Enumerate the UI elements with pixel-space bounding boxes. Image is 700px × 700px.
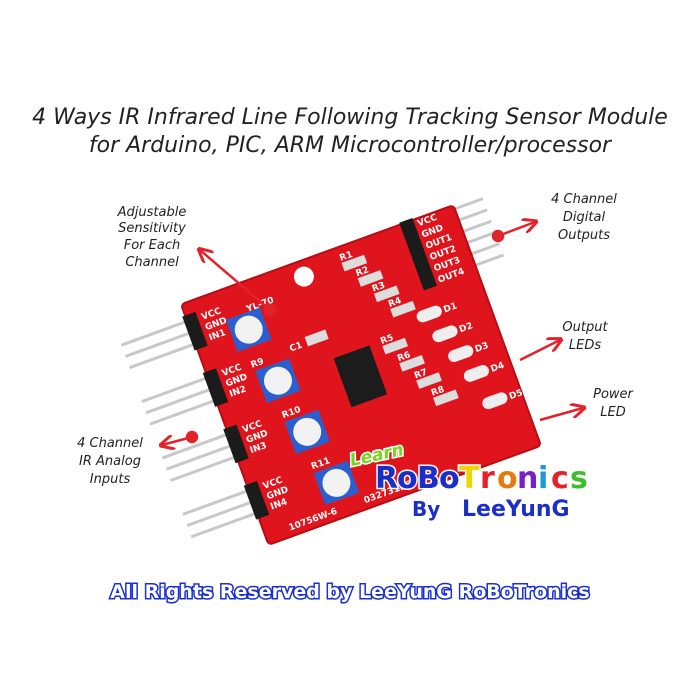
title-line-2: for Arduino, PIC, ARM Microcontroller/pr… xyxy=(89,133,613,158)
svg-text:Digital: Digital xyxy=(563,210,606,225)
svg-text:D1: D1 xyxy=(442,301,458,315)
svg-text:LeeYunG: LeeYunG xyxy=(462,497,570,522)
input-header-3: VCC GND IN3 xyxy=(241,419,269,456)
svg-text:R1: R1 xyxy=(338,250,354,264)
copyright-footer: All Rights Reserved by LeeYunG RoBoTroni… xyxy=(110,581,589,603)
svg-text:4 Channel: 4 Channel xyxy=(551,192,617,207)
svg-text:For Each: For Each xyxy=(124,238,180,253)
title-line-1: 4 Ways IR Infrared Line Following Tracki… xyxy=(32,105,668,130)
svg-text:i: i xyxy=(538,461,548,496)
svg-text:Adjustable: Adjustable xyxy=(117,205,187,220)
svg-text:R3: R3 xyxy=(371,281,387,295)
svg-text:R5: R5 xyxy=(379,333,395,347)
resistors xyxy=(341,254,459,407)
svg-text:D2: D2 xyxy=(458,321,474,335)
svg-text:D3: D3 xyxy=(474,341,490,355)
annotation-output-leds: Output LEDs xyxy=(562,320,608,353)
svg-text:4 Channel: 4 Channel xyxy=(77,436,143,451)
svg-text:c: c xyxy=(551,461,569,496)
svg-text:IR Analog: IR Analog xyxy=(79,454,141,469)
annotation-arrows xyxy=(162,222,583,445)
potentiometers: R9 R10 R11 xyxy=(225,307,360,506)
svg-text:R7: R7 xyxy=(413,367,429,381)
svg-text:Inputs: Inputs xyxy=(90,472,131,487)
svg-text:B: B xyxy=(417,461,440,496)
annotation-analog-inputs: 4 Channel IR Analog Inputs xyxy=(77,436,143,487)
output-header xyxy=(399,217,438,291)
c1-label: C1 xyxy=(288,341,304,355)
svg-text:R4: R4 xyxy=(387,296,403,310)
svg-text:R: R xyxy=(375,461,398,496)
svg-text:s: s xyxy=(570,461,588,496)
svg-text:Power: Power xyxy=(593,387,634,402)
svg-text:Output: Output xyxy=(562,320,608,335)
svg-text:Sensitivity: Sensitivity xyxy=(118,221,186,236)
svg-text:R8: R8 xyxy=(430,385,446,399)
capacitor xyxy=(304,329,329,347)
svg-text:T: T xyxy=(459,461,480,496)
svg-text:o: o xyxy=(439,461,460,496)
svg-text:Channel: Channel xyxy=(125,255,179,270)
svg-text:D5: D5 xyxy=(508,388,524,402)
svg-text:n: n xyxy=(517,461,538,496)
mounting-hole xyxy=(293,266,314,287)
comparator-chip xyxy=(333,345,388,408)
resistor-labels: R1 R2 R3 R4 R5 R6 R7 R8 xyxy=(338,250,446,399)
svg-text:R6: R6 xyxy=(396,350,412,364)
annotation-power-led: Power LED xyxy=(593,387,634,420)
svg-text:By: By xyxy=(412,497,440,521)
svg-text:LEDs: LEDs xyxy=(569,338,601,353)
svg-text:o: o xyxy=(397,461,418,496)
svg-text:r: r xyxy=(480,461,495,496)
input-header-4: VCC GND IN4 xyxy=(262,475,290,512)
svg-text:LED: LED xyxy=(600,405,625,420)
svg-text:o: o xyxy=(497,461,518,496)
svg-text:R9: R9 xyxy=(250,357,266,371)
leds: D1 D2 D3 D4 D5 xyxy=(416,301,524,410)
svg-text:R2: R2 xyxy=(355,265,371,279)
input-header-1: VCC GND IN1 xyxy=(200,306,228,343)
svg-text:Outputs: Outputs xyxy=(558,228,610,243)
svg-text:D4: D4 xyxy=(489,361,505,375)
annotation-sensitivity: Adjustable Sensitivity For Each Channel xyxy=(117,205,187,270)
annotation-digital-outputs: 4 Channel Digital Outputs xyxy=(551,192,617,243)
